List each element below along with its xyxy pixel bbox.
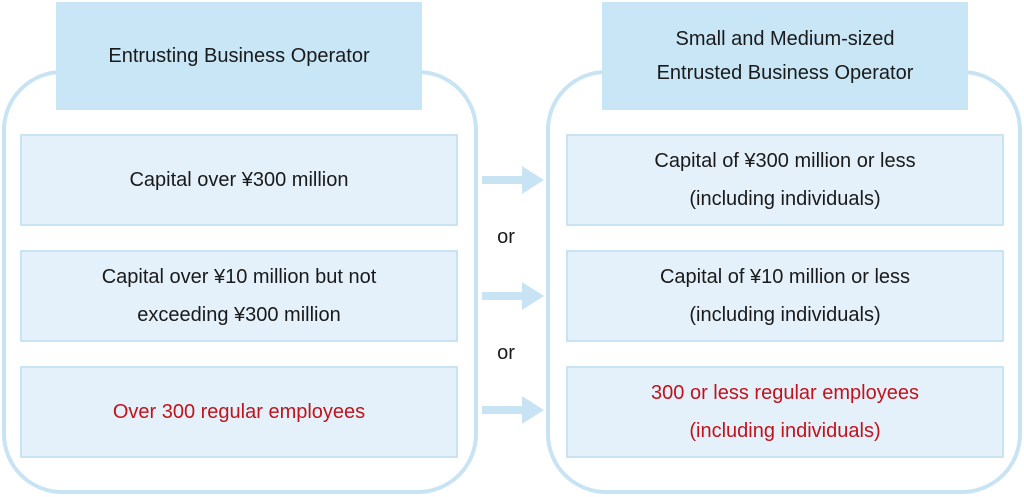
left-row-capital-10m-to-300m: Capital over ¥10 million but not exceedi…	[20, 250, 458, 342]
arrow-row-3	[482, 396, 544, 424]
entrusted-operator-header: Small and Medium-sized Entrusted Busines…	[602, 2, 968, 110]
right-row-1-line-1: Capital of ¥300 million or less	[654, 150, 916, 172]
left-row-1-line-1: Capital over ¥300 million	[129, 169, 349, 191]
entrusting-operator-header: Entrusting Business Operator	[56, 2, 422, 110]
entrusted-operator-title-line-1: Small and Medium-sized	[675, 28, 895, 50]
right-row-capital-10m-or-less: Capital of ¥10 million or less (includin…	[566, 250, 1004, 342]
left-row-2-line-1: Capital over ¥10 million but not	[101, 266, 377, 288]
arrow-row-2	[482, 282, 544, 310]
entrusted-operator-title-line-2: Entrusted Business Operator	[656, 62, 914, 84]
right-row-capital-300m-or-less: Capital of ¥300 million or less (includi…	[566, 134, 1004, 226]
right-row-3-line-2: (including individuals)	[689, 420, 881, 442]
left-row-3-line-1: Over 300 regular employees	[112, 401, 366, 423]
right-row-2-line-1: Capital of ¥10 million or less	[659, 266, 911, 288]
left-row-2-line-2: exceeding ¥300 million	[137, 304, 341, 326]
right-row-1-line-2: (including individuals)	[689, 188, 881, 210]
or-connector-1: or	[497, 226, 515, 248]
left-row-over-300-employees: Over 300 regular employees	[20, 366, 458, 458]
right-row-2-line-2: (including individuals)	[689, 304, 881, 326]
left-row-capital-over-300m: Capital over ¥300 million	[20, 134, 458, 226]
arrow-row-1	[482, 166, 544, 194]
right-row-300-or-less-employees: 300 or less regular employees (including…	[566, 366, 1004, 458]
or-connector-2: or	[497, 342, 515, 364]
entrusting-operator-title: Entrusting Business Operator	[108, 45, 370, 67]
right-row-3-line-1: 300 or less regular employees	[651, 382, 919, 404]
